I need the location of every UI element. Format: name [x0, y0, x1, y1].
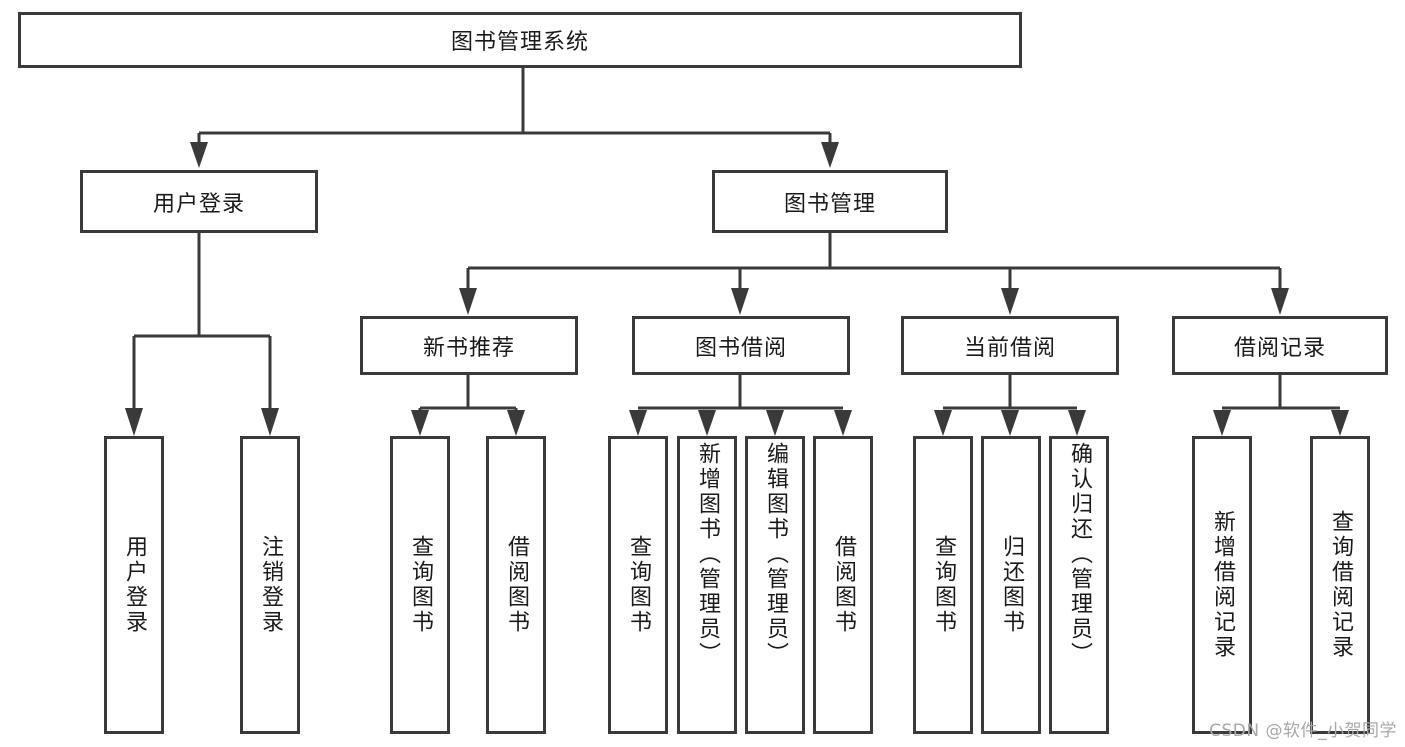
- arrow-head-bookmgmt-c1: [459, 288, 477, 315]
- arrow-head-newbook-c2: [507, 410, 525, 436]
- connector-group-book-mgmt: [459, 233, 1289, 315]
- arrow-head-bookmgmt: [821, 142, 839, 168]
- arrow-head-records-c2: [1331, 410, 1349, 436]
- connector-group-new-book: [411, 375, 525, 436]
- node-root[interactable]: [18, 12, 1022, 68]
- node-user-login[interactable]: [80, 170, 318, 233]
- leaf-new-book-query[interactable]: [390, 436, 450, 734]
- arrow-head-login: [190, 142, 208, 168]
- arrow-head-newbook-c1: [411, 410, 429, 436]
- connector-group-user-login: [125, 233, 279, 436]
- leaf-book-borrow-edit[interactable]: [745, 436, 805, 734]
- node-book-borrow[interactable]: [632, 316, 850, 375]
- node-book-management[interactable]: [712, 170, 948, 233]
- connector-group-root: [190, 68, 839, 168]
- leaf-book-borrow-add[interactable]: [677, 436, 737, 734]
- arrow-head-currentborrow-c2: [1001, 410, 1019, 436]
- leaf-book-borrow-borrow[interactable]: [813, 436, 873, 734]
- arrow-head-records-c1: [1213, 410, 1231, 436]
- node-current-borrow[interactable]: [901, 316, 1119, 375]
- leaf-current-borrow-return[interactable]: [981, 436, 1041, 734]
- arrow-head-bookborrow-c2: [698, 410, 716, 436]
- connector-group-current-borrow: [934, 375, 1086, 436]
- node-borrow-records[interactable]: [1172, 316, 1388, 375]
- leaf-book-borrow-query[interactable]: [608, 436, 668, 734]
- arrow-head-bookmgmt-c4: [1271, 288, 1289, 315]
- arrow-head-bookmgmt-c3: [1001, 288, 1019, 315]
- node-new-book-recommend[interactable]: [360, 316, 578, 375]
- leaf-user-login-logout[interactable]: [240, 436, 300, 734]
- arrow-head-currentborrow-c1: [934, 410, 952, 436]
- connector-group-book-borrow: [629, 375, 852, 436]
- leaf-records-add[interactable]: [1192, 436, 1252, 734]
- leaf-current-borrow-confirm[interactable]: [1049, 436, 1109, 734]
- arrow-head-bookborrow-c4: [834, 410, 852, 436]
- leaf-new-book-borrow[interactable]: [486, 436, 546, 734]
- arrow-head-login-c2: [261, 408, 279, 436]
- arrow-head-bookborrow-c3: [766, 410, 784, 436]
- arrow-head-currentborrow-c3: [1068, 410, 1086, 436]
- arrow-head-login-c1: [125, 408, 143, 436]
- arrow-head-bookborrow-c1: [629, 410, 647, 436]
- arrow-head-bookmgmt-c2: [731, 288, 749, 315]
- leaf-current-borrow-query[interactable]: [913, 436, 973, 734]
- leaf-records-query[interactable]: [1310, 436, 1370, 734]
- leaf-user-login-login[interactable]: [104, 436, 164, 734]
- connector-group-borrow-records: [1213, 375, 1349, 436]
